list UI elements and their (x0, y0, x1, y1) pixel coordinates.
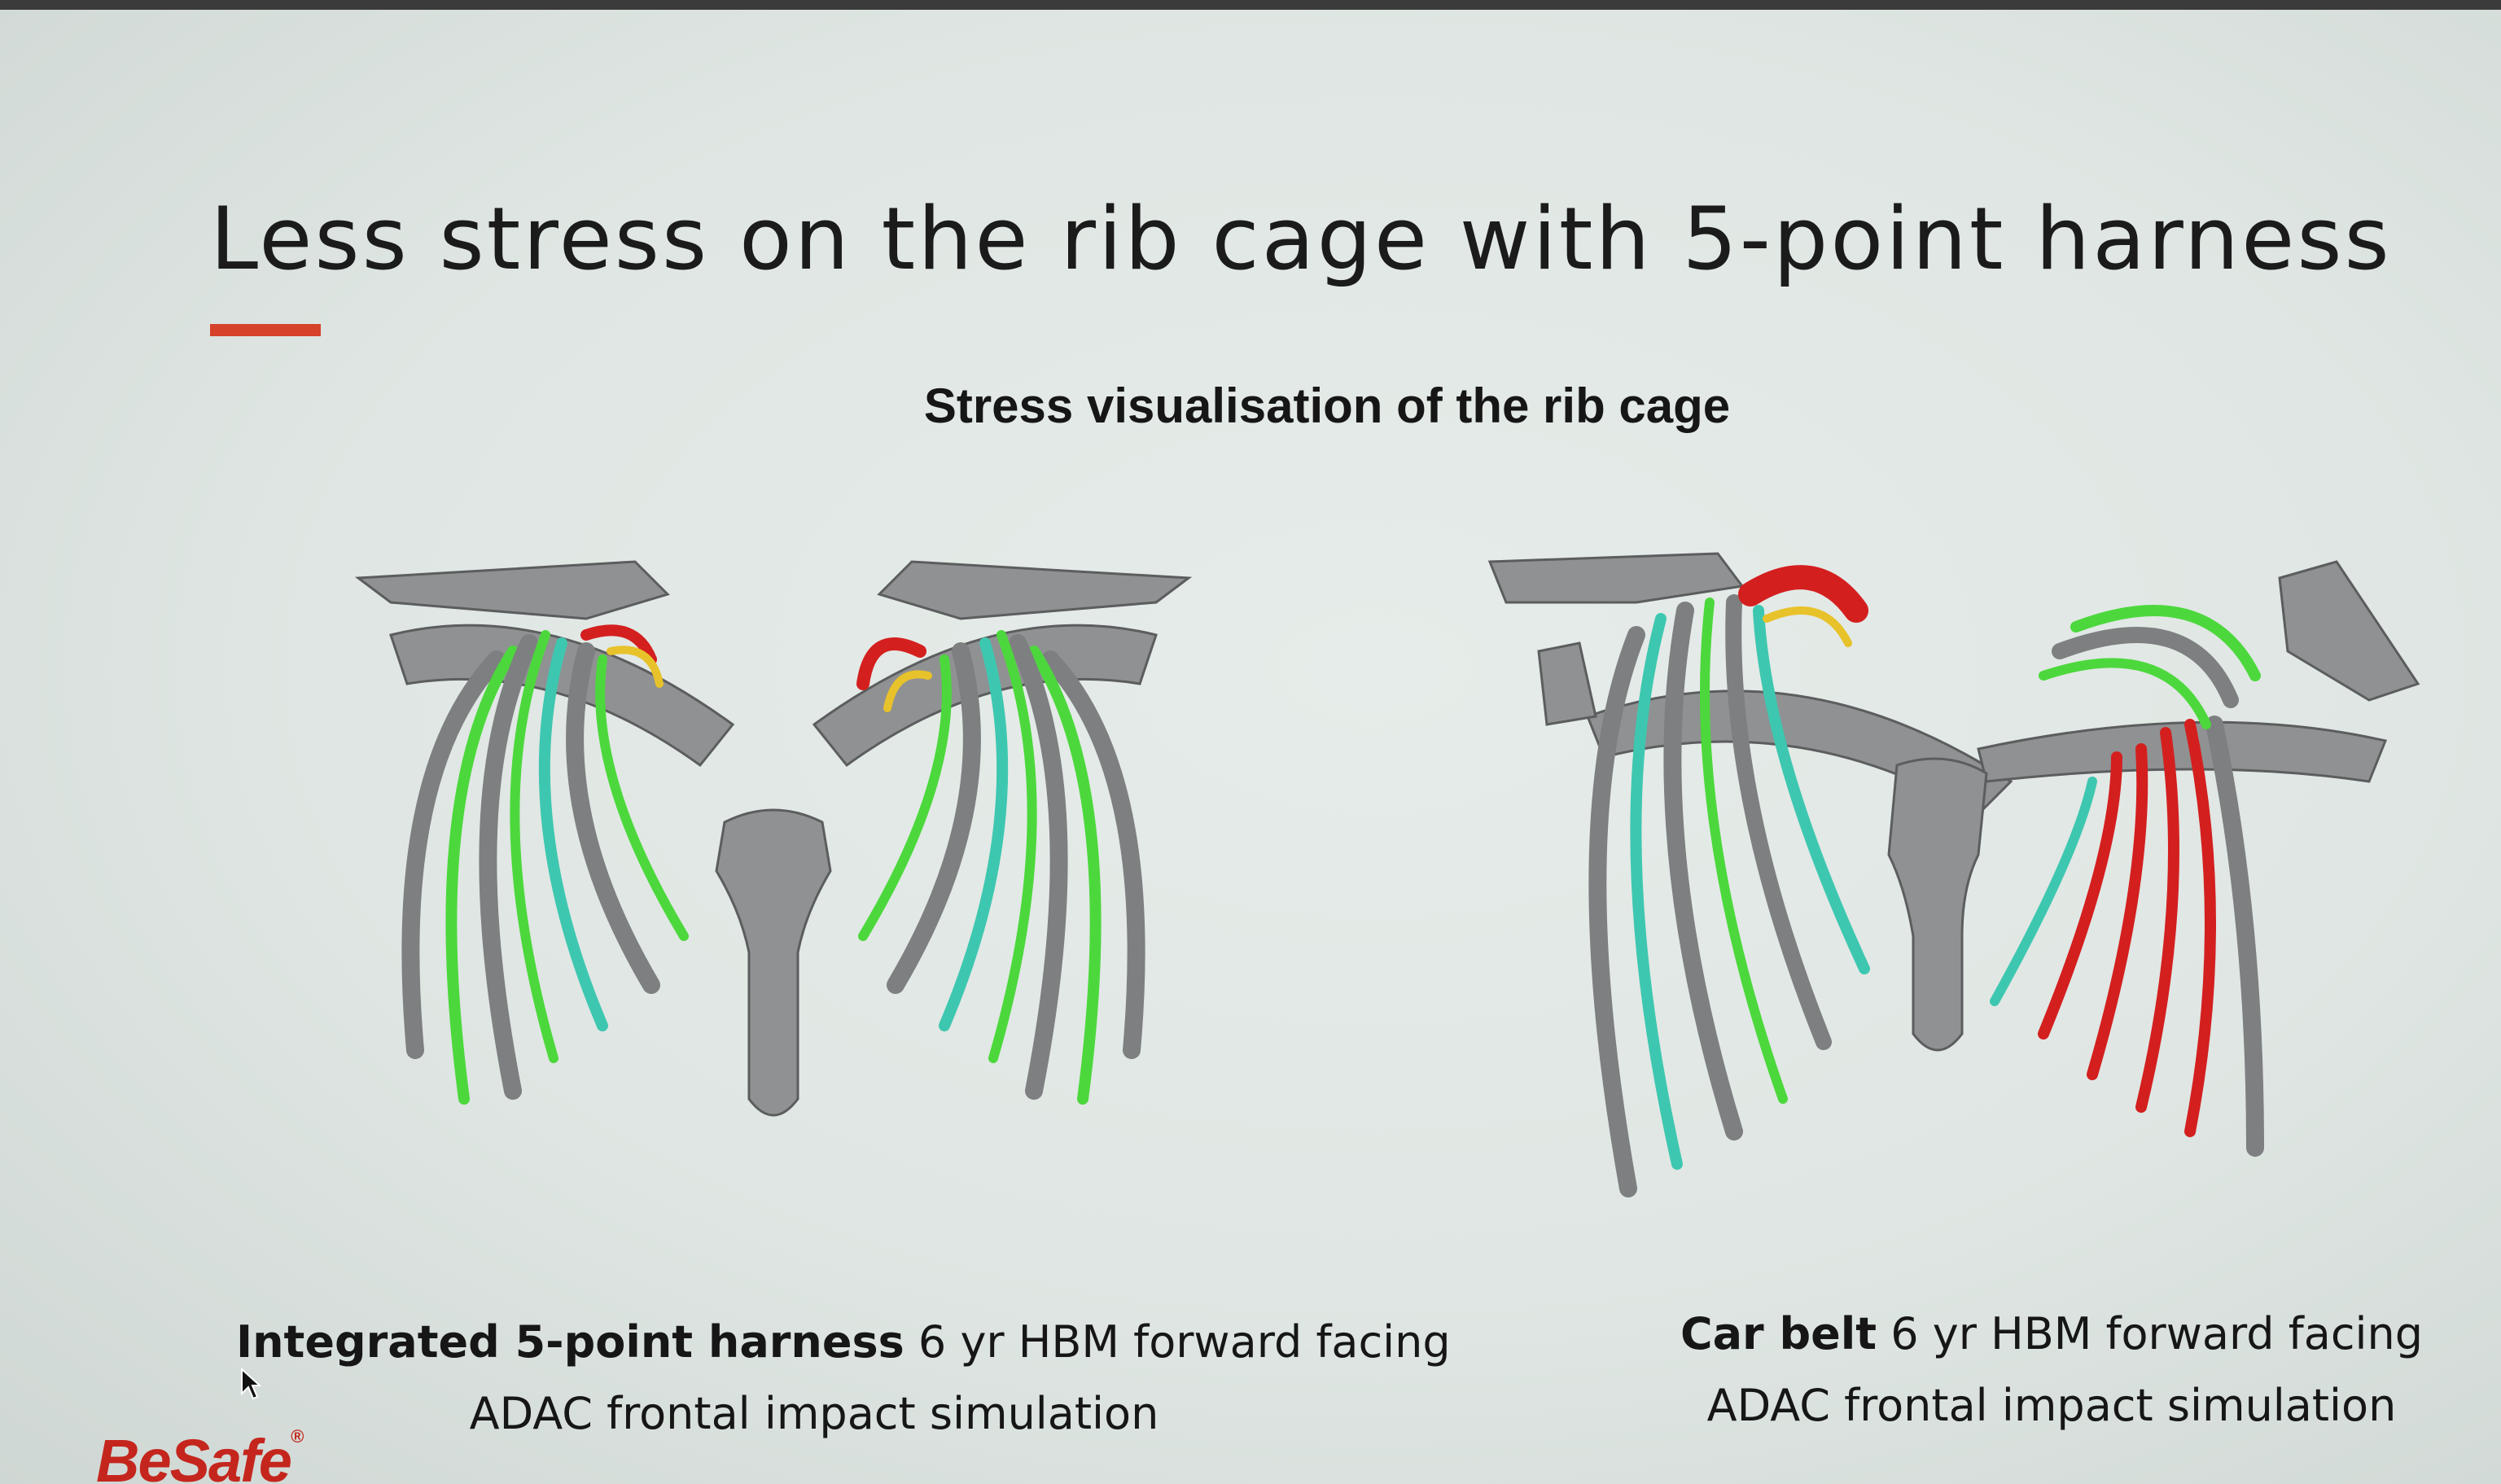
caption-car-belt-bold: Car belt (1680, 1308, 1877, 1359)
caption-harness: Integrated 5-point harness 6 yr HBM forw… (236, 1307, 1451, 1450)
caption-car-belt-rest: 6 yr HBM forward facing (1877, 1308, 2424, 1359)
caption-car-belt-line2: ADAC frontal impact simulation (1706, 1380, 2397, 1431)
caption-harness-line1: Integrated 5-point harness 6 yr HBM forw… (236, 1307, 1451, 1378)
besafe-logo: BeSafe® (96, 1426, 304, 1484)
caption-harness-line2: ADAC frontal impact simulation (469, 1388, 1159, 1439)
rib-cage-car-belt-figure (1487, 552, 2420, 1197)
slide-title: Less stress on the rib cage with 5-point… (210, 189, 2392, 289)
screen-top-edge (0, 0, 2501, 10)
caption-harness-bold: Integrated 5-point harness (236, 1316, 904, 1368)
caption-car-belt-line1: Car belt 6 yr HBM forward facing (1677, 1298, 2426, 1370)
caption-harness-rest: 6 yr HBM forward facing (904, 1316, 1451, 1368)
slide-subtitle: Stress visualisation of the rib cage (923, 379, 1731, 433)
rib-cage-harness-figure (354, 560, 1193, 1117)
title-accent-bar (210, 324, 321, 336)
logo-registered-mark: ® (290, 1426, 304, 1447)
caption-car-belt: Car belt 6 yr HBM forward facing ADAC fr… (1677, 1298, 2426, 1442)
logo-text: BeSafe (96, 1427, 292, 1484)
cursor-arrow-icon (241, 1368, 261, 1400)
